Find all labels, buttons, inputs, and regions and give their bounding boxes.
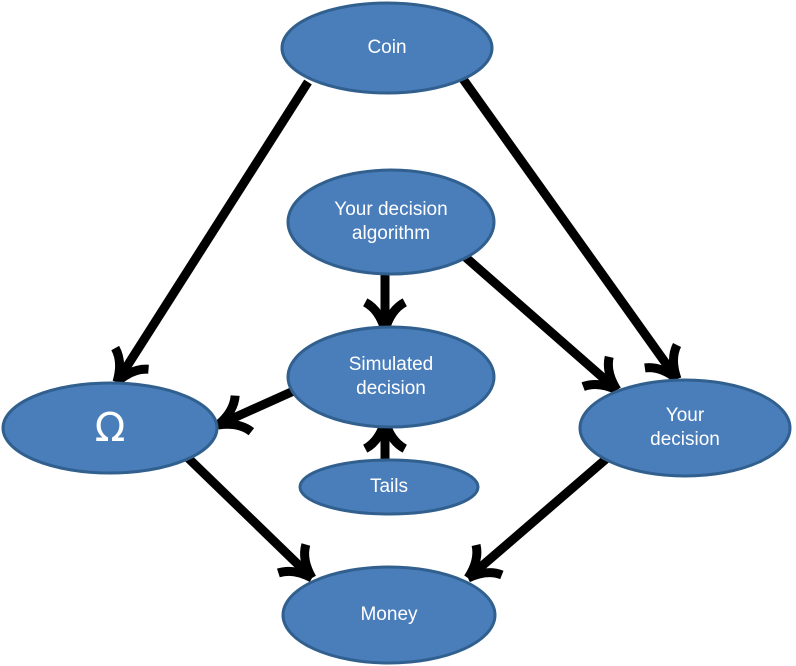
arrowhead-barb-2 — [581, 379, 619, 395]
arrowhead-barb-2 — [111, 345, 125, 384]
edge-coin-to-your-decision — [459, 76, 682, 383]
node-coin[interactable] — [280, 1, 494, 95]
node-omega[interactable] — [1, 381, 219, 475]
edge-shaft — [459, 76, 680, 380]
edge-shaft — [181, 451, 314, 580]
node-simulated-decision[interactable] — [286, 325, 496, 429]
arrowhead-barb-2 — [215, 395, 240, 429]
edge-omega-to-money — [181, 451, 316, 583]
edge-coin-to-omega — [111, 79, 312, 386]
edge-your-decision-to-money — [464, 449, 616, 583]
edge-shaft — [114, 79, 312, 383]
arrowhead-barb-2 — [644, 363, 680, 383]
edge-algorithm-to-simulated-decision — [362, 268, 408, 332]
edge-shaft — [466, 449, 616, 581]
node-money[interactable] — [281, 565, 497, 665]
edge-shaft — [460, 251, 619, 393]
edges-layer — [111, 76, 682, 583]
arrowhead-barb-2 — [276, 566, 315, 583]
node-tails[interactable] — [298, 458, 480, 516]
edge-algorithm-to-your-decision — [460, 251, 621, 395]
arrowhead-barb-2 — [464, 543, 482, 581]
node-your-decision[interactable] — [578, 378, 792, 478]
node-your-decision-algorithm[interactable] — [286, 168, 496, 276]
